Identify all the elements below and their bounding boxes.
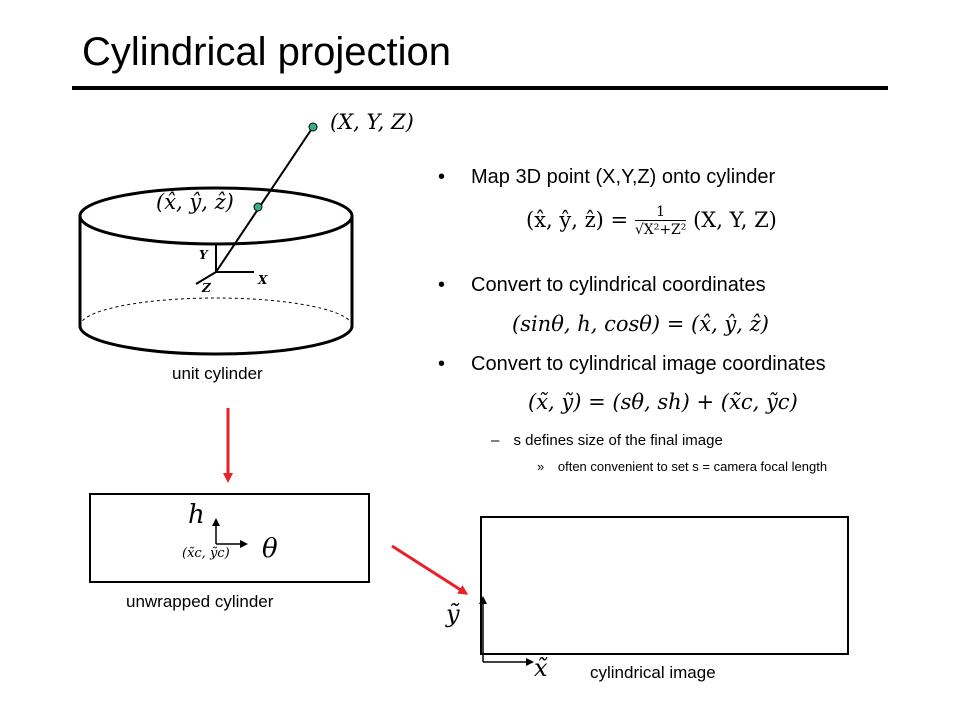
image-y-label: ỹ [446, 600, 460, 628]
title-underline [72, 86, 888, 90]
projected-point-marker [253, 202, 263, 212]
bullet-text: Convert to cylindrical coordinates [471, 274, 766, 296]
bullet-dot: • [438, 274, 446, 296]
axis-z-label: Z [202, 281, 211, 295]
cylindrical-image-rect [480, 516, 849, 655]
point-3d-label: (X, Y, Z) [330, 110, 414, 134]
unit-cylinder-caption: unit cylinder [172, 364, 263, 383]
equation-1-fraction: 1 √X²+Z² [634, 204, 687, 239]
bullet-text: Convert to cylindrical image coordinates [471, 353, 826, 375]
arrow-diagonal-red [391, 544, 469, 595]
sub-bullet: – s defines size of the final image [491, 432, 723, 450]
unwrapped-caption: unwrapped cylinder [126, 592, 274, 611]
point-3d-marker [308, 122, 318, 132]
cylinder-bottom-front [78, 325, 354, 356]
equation-1-numerator: 1 [634, 204, 687, 221]
sub-sub-bullet-glyph: » [537, 459, 545, 474]
unwrapped-h-label: h [188, 500, 205, 530]
cylinder-bottom-back [79, 297, 353, 327]
equation-3: (x̃, ỹ) = (sθ, sh) + (x̃c, ỹc) [528, 390, 798, 414]
bullet-text: Map 3D point (X,Y,Z) onto cylinder [471, 166, 776, 188]
equation-1-lhs: (x̂, ŷ, ẑ) = [526, 208, 629, 232]
axis-z-line [195, 271, 217, 285]
unwrapped-center-label: (x̃c, ỹc) [182, 546, 230, 561]
equation-1-denominator: √X²+Z² [634, 222, 687, 238]
axis-x-label: X [258, 273, 268, 287]
axis-y-label: Y [199, 248, 208, 262]
equation-1-rhs: (X, Y, Z) [693, 208, 777, 232]
sub-sub-bullet: » often convenient to set s = camera foc… [537, 459, 827, 475]
sub-sub-bullet-text: often convenient to set s = camera focal… [557, 459, 828, 474]
cylinder-axes [195, 244, 254, 285]
equation-1: (x̂, ŷ, ẑ) = 1 √X²+Z² (X, Y, Z) [526, 204, 777, 239]
image-caption: cylindrical image [590, 663, 716, 682]
projection-ray [215, 126, 314, 273]
unwrapped-theta-label: θ [262, 534, 278, 564]
image-x-label: x̃ [534, 654, 548, 682]
bullet-dot: • [438, 353, 446, 375]
sub-bullet-text: s defines size of the final image [513, 432, 723, 449]
equation-2: (sinθ, h, cosθ) = (x̂, ŷ, ẑ) [512, 312, 769, 336]
unwrapped-rect [89, 493, 370, 583]
bullet-dot: • [438, 166, 446, 188]
projected-point-label: (x̂, ŷ, ẑ) [156, 190, 234, 214]
slide-title: Cylindrical projection [82, 30, 452, 74]
sub-bullet-glyph: – [491, 432, 500, 449]
